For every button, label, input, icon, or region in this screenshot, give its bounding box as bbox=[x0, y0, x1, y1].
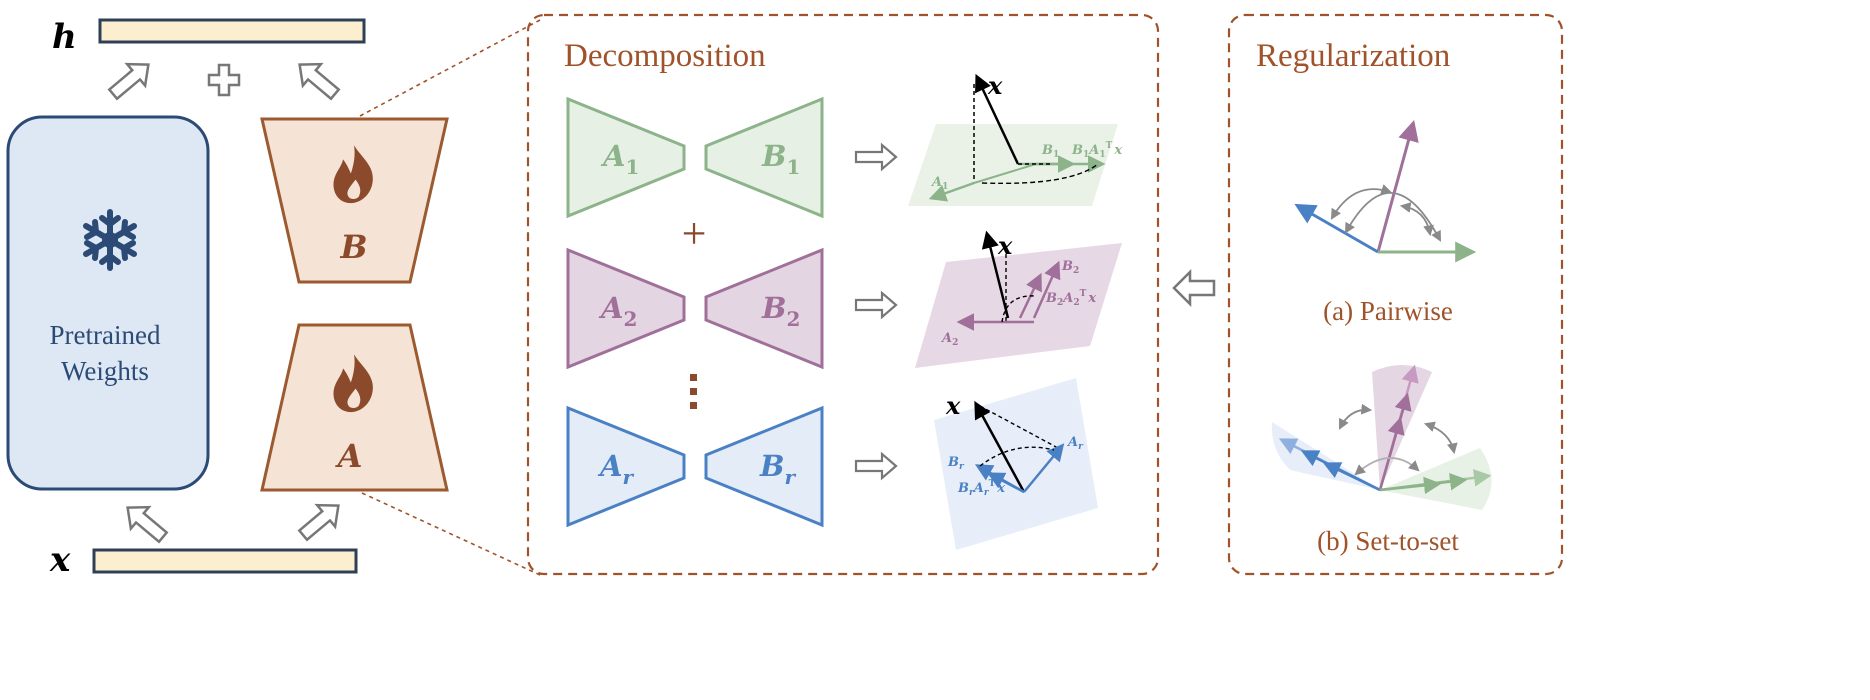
angle-arrow-purple-green bbox=[1399, 202, 1434, 237]
x-vector-arrow bbox=[974, 400, 1026, 493]
a1-label: A1 bbox=[600, 139, 639, 179]
b1-triangle bbox=[704, 96, 824, 219]
ar-vec-label: Ar bbox=[1066, 435, 1084, 452]
br-proj-label: Br bbox=[947, 455, 965, 472]
b2-proj-label: B2 bbox=[1061, 259, 1079, 276]
a1-triangle bbox=[566, 96, 686, 219]
b1-axis bbox=[973, 163, 1037, 184]
angle-arrow-purple-green bbox=[1423, 421, 1458, 455]
br-triangle bbox=[704, 405, 824, 528]
x-vector-label: x bbox=[945, 391, 961, 420]
green-cone bbox=[1380, 448, 1492, 510]
a1-vec-label: A1 bbox=[930, 175, 948, 192]
lora-block: h Pretrained Weights bbox=[6, 17, 449, 580]
pretrained-weights-box bbox=[6, 115, 210, 491]
pretrained-label-line1: Pretrained bbox=[50, 320, 161, 350]
angle-arrow-blue-purple bbox=[1330, 184, 1393, 220]
pairwise-diagram bbox=[1294, 119, 1477, 263]
left-arrow-icon bbox=[1172, 268, 1216, 308]
decomp-plus: + bbox=[682, 209, 707, 258]
x-vector-arrow bbox=[981, 230, 1010, 319]
lora-b-label: B bbox=[339, 228, 367, 266]
decomposition-panel: Decomposition A1 B1 x B1 bbox=[526, 13, 1160, 576]
projection-plane bbox=[934, 378, 1098, 550]
h-vector bbox=[98, 18, 366, 44]
right-arrow-icon bbox=[854, 142, 898, 172]
vertical-ellipsis bbox=[690, 374, 697, 409]
a1-arrow bbox=[928, 181, 975, 202]
x-label: x bbox=[49, 540, 71, 580]
projection-plane bbox=[908, 124, 1118, 206]
green-set-vector bbox=[1379, 476, 1442, 495]
b2-arrow bbox=[1032, 260, 1061, 319]
snowflake-icon bbox=[83, 209, 137, 271]
angle-arrow-blue-purple bbox=[1339, 403, 1373, 430]
dash-top bbox=[979, 405, 1059, 449]
regularization-title: Regularization bbox=[1256, 38, 1450, 74]
projection-curve bbox=[981, 163, 1099, 185]
pretrained-label-line2: Weights bbox=[61, 356, 149, 386]
ar-label: Ar bbox=[597, 449, 635, 489]
zoom-line-top bbox=[359, 19, 541, 117]
a2-vec-label: A2 bbox=[940, 331, 958, 348]
blue-vector bbox=[1294, 203, 1379, 254]
set-to-set-diagram bbox=[1271, 364, 1492, 510]
lora-a-matrix bbox=[260, 323, 449, 492]
lora-a-label: A bbox=[335, 437, 363, 475]
regularization-panel: Regularization (a) Pairwise bbox=[1227, 13, 1564, 576]
pairwise-label: (a) Pairwise bbox=[1323, 296, 1453, 326]
b2-triangle bbox=[704, 247, 824, 370]
x-vector-arrow bbox=[975, 73, 1020, 165]
projection-curve bbox=[1001, 295, 1037, 323]
up-arrow-left bbox=[107, 62, 150, 101]
up-arrow-right bbox=[297, 503, 340, 542]
up-arrow-right bbox=[298, 62, 341, 101]
h-label: h bbox=[52, 17, 77, 57]
ar-triangle bbox=[566, 405, 686, 528]
decomposition-title: Decomposition bbox=[564, 38, 766, 74]
ar-arrow bbox=[1023, 443, 1065, 493]
zoom-line-bottom bbox=[361, 492, 541, 576]
brar-arrow bbox=[986, 472, 1025, 494]
right-arrow-icon bbox=[854, 290, 898, 320]
projection-plane bbox=[915, 243, 1122, 368]
right-arrow-icon bbox=[854, 451, 898, 481]
up-arrow-left bbox=[126, 505, 169, 544]
blue-set-vector bbox=[1322, 462, 1381, 492]
blue-cone bbox=[1271, 422, 1380, 490]
b2-label: B2 bbox=[761, 291, 800, 331]
purple-set-vector bbox=[1378, 416, 1405, 491]
projection-curve bbox=[979, 446, 1055, 467]
b1-proj-label: B1 bbox=[1041, 143, 1059, 160]
angle-arrow-blue-green bbox=[1354, 457, 1420, 476]
x-vector bbox=[92, 548, 358, 574]
regularization-frame bbox=[1227, 13, 1564, 576]
a2-label: A2 bbox=[598, 291, 637, 331]
b1-label: B1 bbox=[761, 139, 800, 179]
a2-triangle bbox=[566, 247, 686, 370]
purple-vector bbox=[1376, 119, 1419, 253]
plus-icon bbox=[207, 63, 241, 97]
decomposition-frame bbox=[526, 13, 1160, 576]
br-label: Br bbox=[759, 449, 797, 489]
x-vector-label: x bbox=[997, 231, 1013, 260]
purple-cone bbox=[1372, 365, 1432, 490]
angle-arrow-blue-green bbox=[1344, 192, 1442, 242]
set-to-set-label: (b) Set-to-set bbox=[1317, 526, 1459, 556]
x-vector-label: x bbox=[987, 71, 1003, 100]
b2a2-arrow bbox=[1018, 272, 1042, 319]
